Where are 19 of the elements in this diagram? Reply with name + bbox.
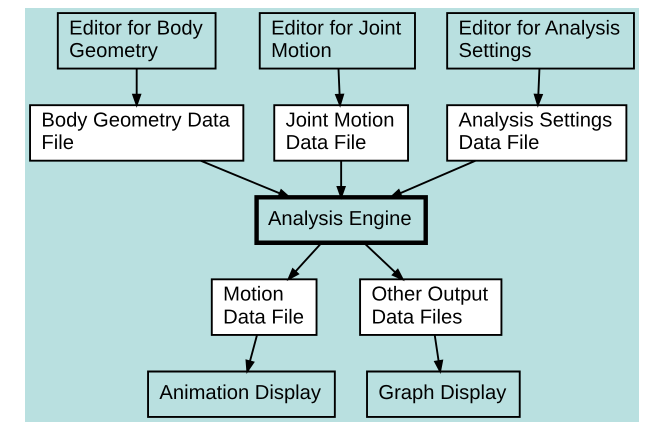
node-box: Motion Data File bbox=[210, 278, 318, 336]
arrow bbox=[286, 242, 322, 282]
arrow bbox=[132, 68, 142, 108]
node-box: Other Output Data Files bbox=[359, 278, 502, 336]
arrow bbox=[434, 335, 444, 374]
node-box: Animation Display bbox=[147, 370, 336, 418]
node-box: Editor for Analysis Settings bbox=[446, 12, 635, 70]
arrow bbox=[334, 68, 344, 108]
node-box: Analysis Engine bbox=[254, 195, 428, 245]
node-box: Editor for Body Geometry bbox=[56, 12, 217, 70]
arrow bbox=[364, 242, 405, 282]
node-box: Body Geometry Data File bbox=[29, 104, 244, 162]
node-box: Analysis Settings Data File bbox=[446, 104, 628, 162]
node-box: Editor for Joint Motion bbox=[258, 12, 416, 70]
node-box: Graph Display bbox=[366, 370, 521, 418]
arrow bbox=[534, 68, 544, 108]
node-box: Joint Motion Data File bbox=[273, 104, 409, 162]
arrow bbox=[245, 334, 258, 374]
arrow bbox=[336, 160, 346, 200]
